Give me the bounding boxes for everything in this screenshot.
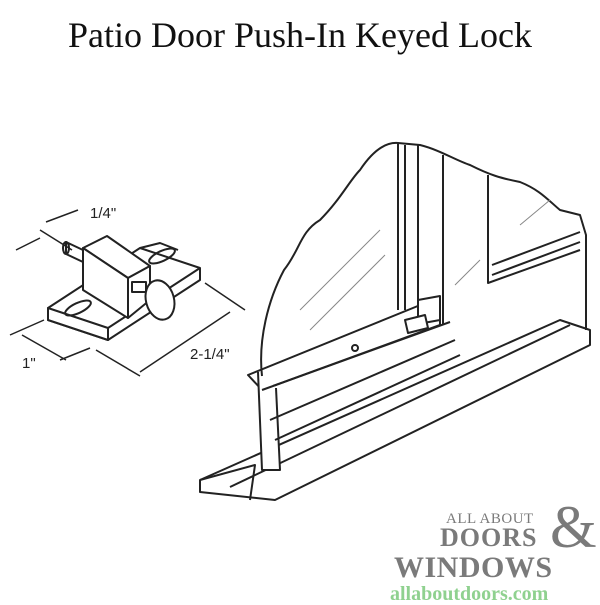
page-title: Patio Door Push-In Keyed Lock	[68, 15, 532, 55]
dimension-pin-width: 1/4"	[90, 205, 117, 222]
logo-line-doors: DOORS	[440, 523, 538, 552]
logo-ampersand: &	[550, 494, 597, 560]
dimension-length: 2-1/4"	[190, 346, 230, 363]
logo-line-windows: WINDOWS	[394, 551, 553, 584]
logo-url: allaboutdoors.com	[390, 583, 549, 605]
logo-line-all-about: ALL ABOUT	[446, 511, 534, 527]
door-track-illustration	[199, 141, 591, 501]
dimension-base-width: 1"	[22, 355, 36, 372]
lock-illustration	[9, 209, 246, 377]
